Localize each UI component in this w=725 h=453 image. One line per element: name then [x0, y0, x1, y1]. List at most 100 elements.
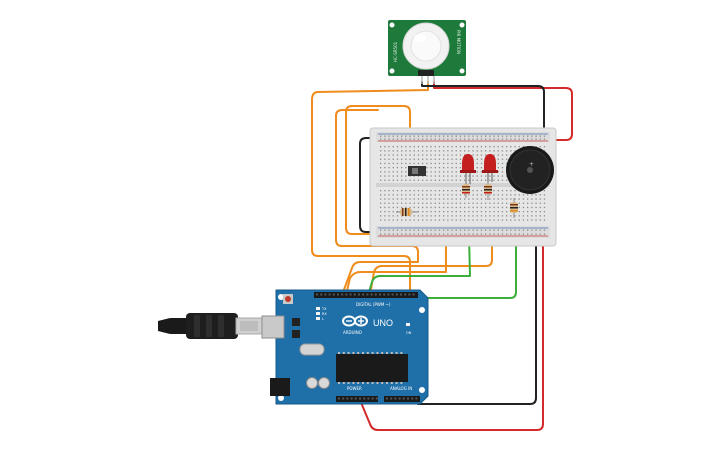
breadboard-hole	[426, 175, 428, 177]
green-wire-led1[interactable]	[367, 195, 471, 296]
header-pin	[404, 293, 407, 296]
orange-wire-3[interactable]	[345, 105, 447, 296]
usb-cable[interactable]	[158, 313, 263, 339]
header-pin	[391, 293, 394, 296]
breadboard-hole	[417, 150, 420, 152]
breadboard-hole	[485, 146, 487, 148]
breadboard-hole	[443, 135, 445, 137]
breadboard-hole	[459, 158, 462, 160]
breadboard-hole	[426, 150, 428, 152]
breadboard-hole	[472, 215, 474, 217]
digital-header-label: DIGITAL (PWM ~)	[356, 302, 391, 307]
breadboard-hole	[518, 206, 520, 209]
resistor-4[interactable]	[396, 208, 418, 216]
breadboard-hole	[426, 179, 428, 181]
black-wire-gnd[interactable]	[409, 235, 537, 405]
led-1[interactable]	[460, 154, 476, 184]
breadboard-hole	[468, 179, 470, 181]
breadboard-hole	[455, 215, 457, 217]
breadboard-hole	[384, 215, 386, 217]
breadboard-hole	[522, 135, 525, 137]
rx-label: RX	[322, 312, 327, 316]
breadboard-hole	[447, 162, 449, 165]
breadboard-hole	[451, 146, 453, 148]
resistor-1[interactable]	[462, 180, 470, 198]
chip-pin	[390, 382, 393, 384]
breadboard-hole	[430, 211, 432, 213]
breadboard-hole	[506, 138, 508, 140]
piezo-buzzer[interactable]: +	[506, 146, 554, 194]
breadboard-hole	[531, 229, 533, 231]
breadboard-hole	[476, 233, 478, 235]
led-2[interactable]	[482, 154, 498, 182]
black-wire-bb-1[interactable]	[359, 137, 379, 233]
breadboard-hole	[480, 171, 483, 173]
breadboard-hole	[426, 198, 428, 200]
orange-wire-led2[interactable]	[369, 209, 493, 296]
chip-pin	[347, 352, 350, 354]
black-wire-pir-gnd[interactable]	[421, 81, 545, 135]
breadboard-hole	[531, 206, 533, 209]
breadboard-hole	[480, 146, 483, 148]
arduino-uno-board[interactable]: UNO ARDUINO DIGITAL (PWM ~) POWER ANALOG…	[261, 289, 429, 405]
chip-pin	[400, 382, 403, 384]
breadboard-hole	[535, 198, 537, 200]
breadboard-hole	[514, 146, 516, 148]
breadboard-hole	[430, 206, 432, 209]
breadboard-hole	[485, 175, 487, 177]
breadboard-hole	[405, 175, 407, 177]
breadboard-hole	[468, 215, 470, 217]
breadboard-hole	[396, 198, 399, 200]
pir-sensor[interactable]: HC-SR501 PIR MOTION	[388, 20, 466, 84]
breadboard-hole	[396, 150, 399, 152]
slide-switch[interactable]	[408, 166, 426, 176]
breadboard-hole	[426, 190, 428, 192]
breadboard-hole	[476, 179, 478, 181]
breadboard-hole	[455, 135, 457, 137]
breadboard-hole	[476, 202, 478, 204]
breadboard-hole	[434, 138, 436, 140]
red-wire-pir-vcc[interactable]	[433, 81, 573, 141]
breadboard-hole	[464, 233, 466, 235]
breadboard-hole	[480, 158, 483, 160]
breadboard-hole	[489, 194, 491, 196]
breadboard-hole	[464, 211, 466, 213]
breadboard-hole	[388, 150, 390, 152]
breadboard-hole	[438, 158, 441, 160]
breadboard-hole	[497, 198, 499, 200]
breadboard-hole	[392, 167, 394, 169]
breadboard-hole	[510, 146, 512, 148]
breadboard-hole	[518, 198, 520, 200]
breadboard-hole	[405, 202, 407, 204]
red-wire-5v[interactable]	[359, 235, 544, 431]
green-wire-buzzer[interactable]	[399, 209, 517, 299]
breadboard-hole	[438, 206, 441, 209]
breadboard-hole	[396, 135, 399, 137]
breadboard-hole	[438, 190, 441, 192]
breadboard-hole	[392, 162, 394, 165]
breadboard-hole	[518, 194, 520, 196]
breadboard-hole	[438, 219, 441, 221]
breadboard-hole	[455, 194, 457, 196]
breadboard-hole	[468, 138, 470, 140]
resistor-3[interactable]	[510, 198, 518, 218]
header-pin	[411, 397, 414, 400]
chip-pin	[347, 382, 350, 384]
breadboard-hole	[501, 171, 504, 173]
breadboard-hole	[396, 179, 399, 181]
pir-signal-wire[interactable]	[311, 81, 429, 296]
breadboard-hole	[472, 138, 474, 140]
breadboard-hole	[380, 138, 382, 140]
breadboard-hole	[438, 150, 441, 152]
breadboard-hole	[485, 138, 487, 140]
breadboard-hole	[476, 229, 478, 231]
chip-pin	[357, 352, 360, 354]
breadboard-hole	[388, 138, 390, 140]
breadboard-hole	[422, 146, 424, 148]
breadboard-hole	[506, 229, 508, 231]
breadboard-hole	[493, 146, 495, 148]
breadboard-hole	[405, 138, 407, 140]
resistor-2[interactable]	[484, 180, 492, 200]
breadboard-hole	[430, 171, 432, 173]
breadboard-hole	[472, 135, 474, 137]
